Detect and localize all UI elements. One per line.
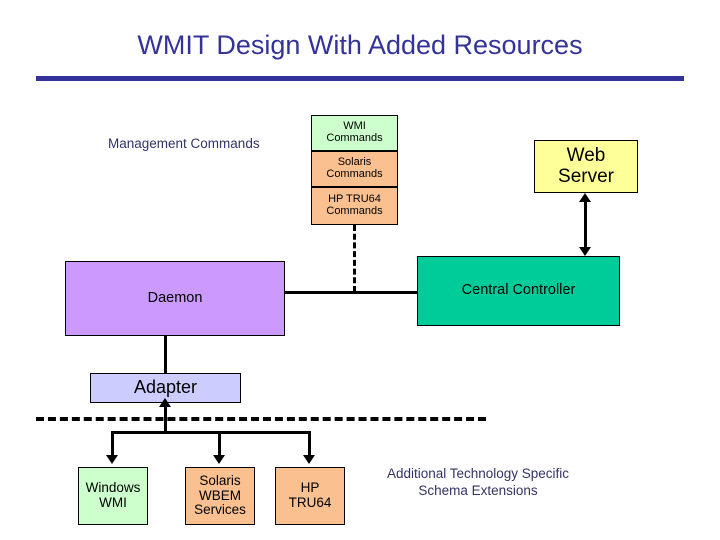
daemon-label: Daemon [147,289,203,306]
web-server-line2: Server [558,165,614,187]
arrow-down-icon [213,455,225,464]
connector-provider-bus [111,431,311,434]
wmi-commands-line1: WMI [343,120,366,133]
adapter-label: Adapter [133,377,198,398]
hptru64-commands-box[interactable]: HP TRU64 Commands [311,187,398,225]
arrow-down-icon [303,455,315,464]
web-server-box[interactable]: Web Server [534,140,638,193]
central-controller-label: Central Controller [461,282,576,299]
solaris-commands-box[interactable]: Solaris Commands [311,151,398,187]
arrow-down-icon [579,247,591,256]
connector-daemon-controller [285,291,418,294]
connector-daemon-adapter [164,336,167,374]
page-title: WMIT Design With Added Resources [137,30,583,60]
wmi-commands-line2: Commands [326,132,383,144]
schema-extensions-line1: Additional Technology Specific [386,466,570,481]
web-server-line1: Web [566,144,606,166]
hptru64-commands-line2: Commands [326,205,383,217]
connector-commands-dashed [353,225,356,292]
solaris-wbem-box[interactable]: Solaris WBEM Services [185,467,255,525]
schema-extensions-line2: Schema Extensions [418,482,538,498]
connector-bus-windows [111,431,114,457]
windows-wmi-line2: WMI [99,495,127,510]
arrow-down-icon [106,455,118,464]
title-divider [36,76,684,81]
solaris-commands-line2: Commands [326,168,383,180]
schema-extensions-note: Additional Technology Specific Schema Ex… [362,466,594,500]
hp-tru64-box[interactable]: HP TRU64 [275,467,345,525]
solaris-commands-line1: Solaris [337,156,372,169]
solaris-wbem-line3: Services [194,502,246,518]
arrow-up-icon [159,398,171,407]
solaris-wbem-line2: WBEM [198,487,241,503]
daemon-box[interactable]: Daemon [65,261,285,336]
hp-tru64-line1: HP [300,480,320,496]
solaris-wbem-line1: Solaris [199,473,241,489]
central-controller-box[interactable]: Central Controller [417,256,620,326]
hptru64-commands-line1: HP TRU64 [328,193,381,206]
windows-wmi-box[interactable]: Windows WMI [78,467,148,525]
wmi-commands-box[interactable]: WMI Commands [311,115,398,151]
boundary-dashed-divider [36,417,486,421]
hp-tru64-line2: TRU64 [288,495,332,510]
windows-wmi-line1: Windows [85,480,141,496]
connector-bus-solaris [218,431,221,457]
connector-bus-hptru64 [308,431,311,457]
connector-webserver-controller [584,196,587,252]
management-commands-label: Management Commands [108,136,260,151]
